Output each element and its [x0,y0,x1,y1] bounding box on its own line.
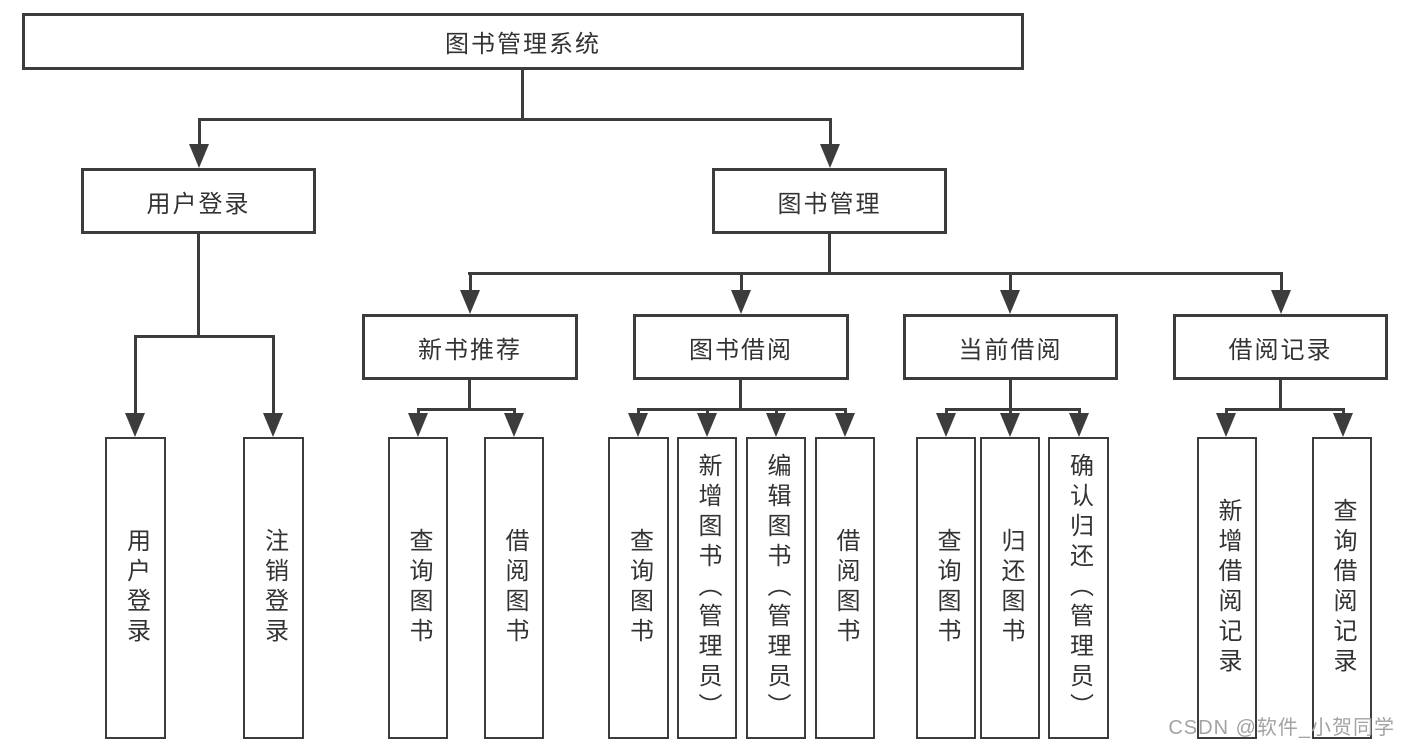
node-book-management: 图书管理 [712,168,947,234]
leaf-borrow-books-a: 借阅图书 [484,437,544,739]
leaf-query-books-a: 查询图书 [388,437,448,739]
arrow-to-leaf-logout [261,335,285,437]
leaf-query-borrow-record: 查询借阅记录 [1312,437,1372,739]
arrow-leaf-return-books [998,408,1022,437]
leaf-query-books-c-label: 查询图书 [933,528,960,648]
leaf-add-borrow-record: 新增借阅记录 [1197,437,1257,739]
leaf-logout-label: 注销登录 [260,528,288,648]
node-current-borrowing: 当前借阅 [903,314,1118,380]
connector-book-borrowing-bar [637,408,845,411]
leaf-logout: 注销登录 [243,437,304,739]
connector-borrowing-records-stub [1279,380,1282,411]
connector-root-bar [198,118,832,121]
leaf-query-books-a-label: 查询图书 [405,528,432,648]
watermark-text: CSDN @软件_小贺同学 [1168,717,1395,739]
connector-book-management-stub [828,234,831,275]
arrow-leaf-edit-books [764,408,788,437]
connector-borrowing-records-bar [1226,408,1343,411]
leaf-query-books-c: 查询图书 [916,437,976,739]
leaf-query-books-b: 查询图书 [608,437,669,739]
leaf-confirm-return-admin: 确认归还（管理员） [1048,437,1109,739]
connector-user-login-stub [197,234,200,338]
arrow-leaf-query-books-c [934,408,958,437]
node-book-management-label: 图书管理 [777,190,882,218]
arrow-leaf-query-books-a [406,408,430,437]
arrow-leaf-query-books-b [626,408,650,437]
arrow-leaf-borrow-books-a [502,408,526,437]
arrow-leaf-borrow-books-b [833,408,857,437]
connector-book-management-bar [468,272,1282,275]
arrow-leaf-confirm-return [1067,408,1091,437]
arrow-to-borrowing-records [1269,272,1293,314]
leaf-borrow-books-b: 借阅图书 [815,437,875,739]
arrow-to-leaf-user-login [123,335,147,437]
connector-user-login-bar [134,335,275,338]
leaf-user-login-label: 用户登录 [122,528,150,648]
connector-book-borrowing-stub [739,380,742,411]
node-library-system: 图书管理系统 [22,13,1024,70]
node-new-book-recommend-label: 新书推荐 [418,336,522,364]
node-library-system-label: 图书管理系统 [445,31,601,58]
leaf-query-books-b-label: 查询图书 [625,528,653,648]
arrow-leaf-add-record [1214,408,1238,437]
node-current-borrowing-label: 当前借阅 [958,336,1063,364]
arrow-to-current-borrowing [998,272,1022,314]
arrow-to-user-login [187,118,211,168]
node-book-borrowing-label: 图书借阅 [689,336,793,364]
leaf-user-login: 用户登录 [105,437,166,739]
leaf-borrow-books-b-label: 借阅图书 [832,528,859,648]
node-borrowing-records-label: 借阅记录 [1228,336,1333,364]
leaf-borrow-books-a-label: 借阅图书 [501,528,528,648]
node-new-book-recommend: 新书推荐 [362,314,578,380]
node-user-login: 用户登录 [81,168,316,234]
arrow-leaf-add-books [695,408,719,437]
arrow-to-new-book-recommend [458,272,482,314]
connector-new-book-stub [468,380,471,411]
leaf-add-books-admin-label: 新增图书（管理员） [694,453,721,723]
leaf-edit-books-admin: 编辑图书（管理员） [746,437,806,739]
arrow-leaf-query-record [1331,408,1355,437]
node-book-borrowing: 图书借阅 [633,314,849,380]
connector-new-book-bar [417,408,516,411]
node-borrowing-records: 借阅记录 [1173,314,1388,380]
node-user-login-label: 用户登录 [146,190,251,218]
leaf-return-books-label: 归还图书 [997,528,1024,648]
leaf-query-borrow-record-label: 查询借阅记录 [1329,498,1356,678]
leaf-confirm-return-admin-label: 确认归还（管理员） [1065,453,1093,723]
leaf-edit-books-admin-label: 编辑图书（管理员） [763,453,790,723]
arrow-to-book-borrowing [729,272,753,314]
leaf-add-books-admin: 新增图书（管理员） [677,437,737,739]
arrow-to-book-management [818,118,842,168]
connector-current-borrowing-bar [946,408,1079,411]
leaf-add-borrow-record-label: 新增借阅记录 [1214,498,1241,678]
leaf-return-books: 归还图书 [980,437,1040,739]
connector-root-stub [521,70,524,120]
connector-current-borrowing-stub [1009,380,1012,411]
